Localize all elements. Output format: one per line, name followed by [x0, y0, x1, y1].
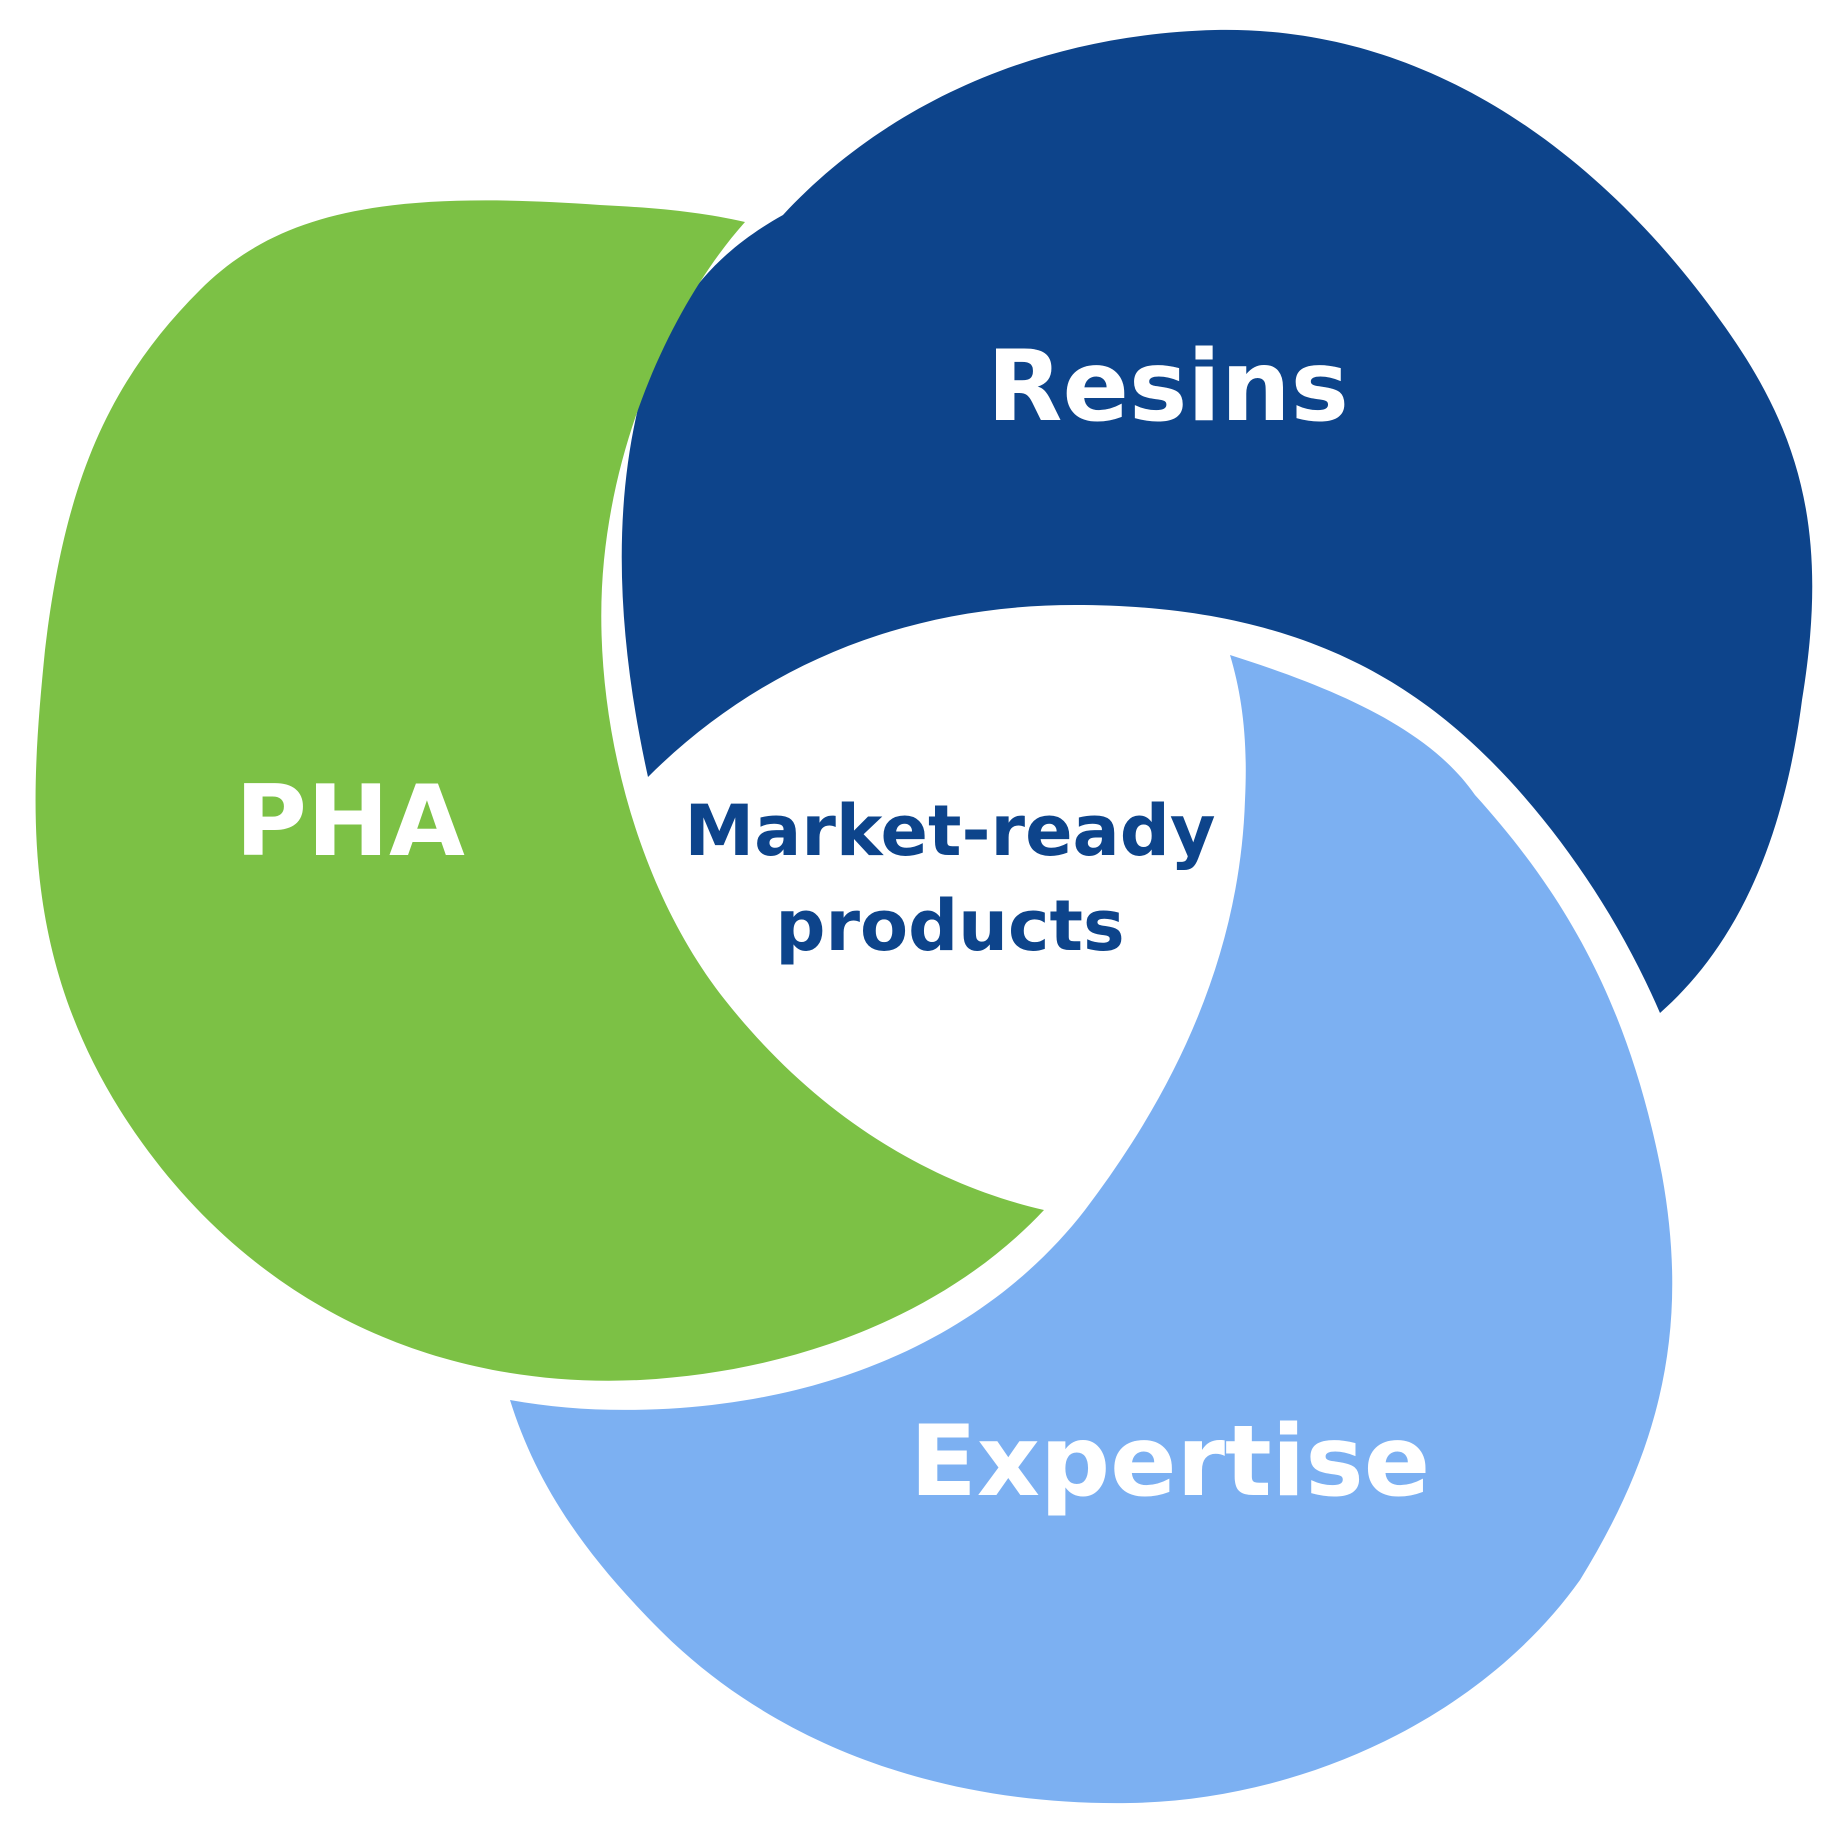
resins-label: Resins: [987, 330, 1349, 444]
pha-label: PHA: [235, 765, 465, 879]
pha-petal: [35, 200, 1045, 1381]
expertise-label: Expertise: [910, 1405, 1430, 1519]
resins-petal: [621, 29, 1813, 1013]
center-label-line-2: products: [775, 885, 1124, 967]
center-label-line-1: Market-ready: [684, 790, 1215, 872]
expertise-petal: [510, 655, 1673, 1804]
